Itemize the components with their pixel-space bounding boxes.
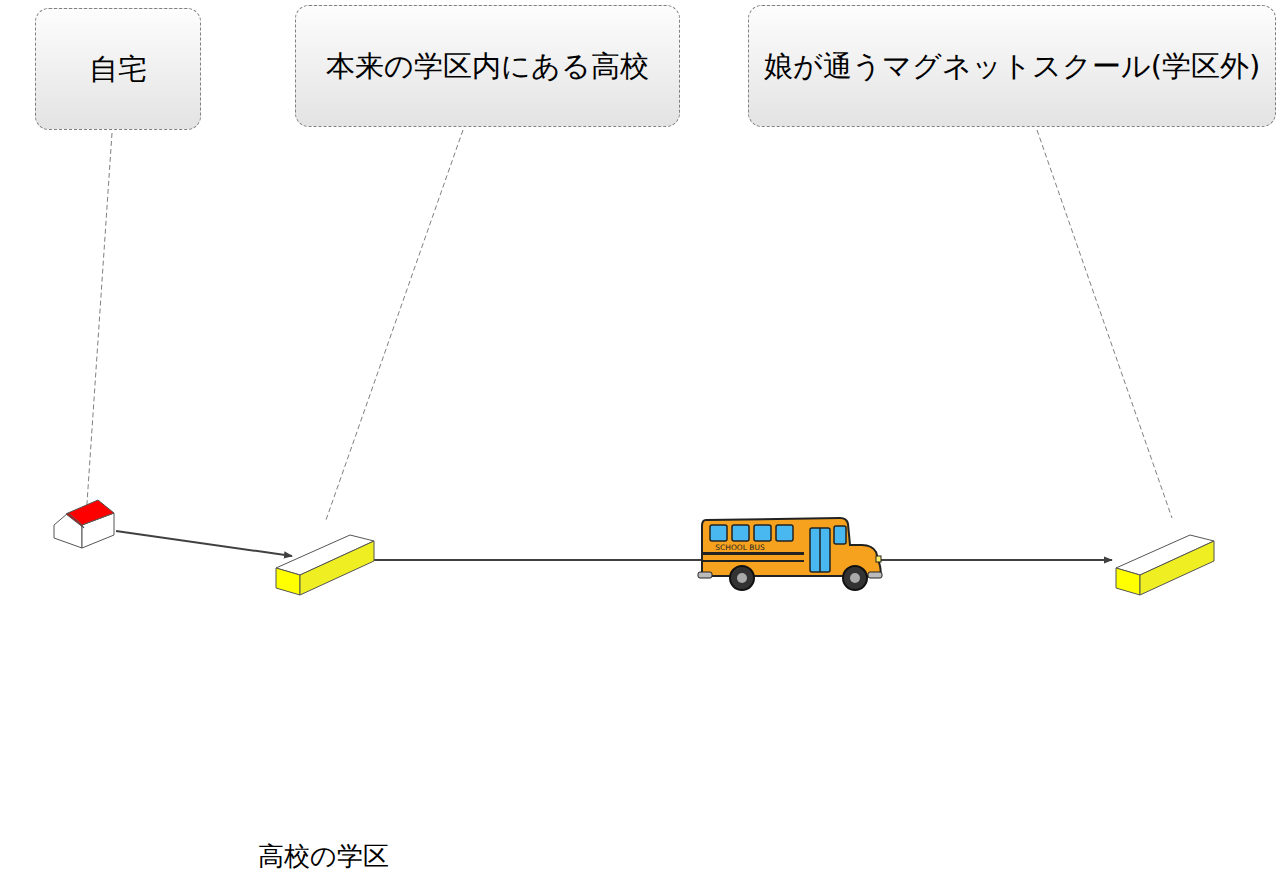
house-icon bbox=[54, 500, 114, 548]
callout-box: 自宅 bbox=[35, 8, 201, 130]
callout-text: 娘が通うマグネットスクール(学区外) bbox=[764, 49, 1261, 84]
callout-text: 本来の学区内にある高校 bbox=[326, 49, 649, 84]
school-block bbox=[276, 520, 374, 595]
callout-box: 娘が通うマグネットスクール(学区外) bbox=[748, 5, 1276, 127]
region-label: 高校の学区 bbox=[258, 841, 389, 872]
callout-box: 本来の学区内にある高校 bbox=[295, 5, 680, 127]
route-arrow bbox=[116, 531, 292, 556]
school-bus bbox=[698, 518, 882, 590]
bus-label: SCHOOL BUS bbox=[715, 544, 764, 552]
callout-text: 自宅 bbox=[89, 52, 147, 87]
school-block bbox=[1116, 535, 1214, 595]
circle-outline bbox=[0, 238, 646, 884]
district-circle: 高校の学区 bbox=[0, 238, 646, 884]
leader-lines bbox=[86, 130, 1172, 520]
